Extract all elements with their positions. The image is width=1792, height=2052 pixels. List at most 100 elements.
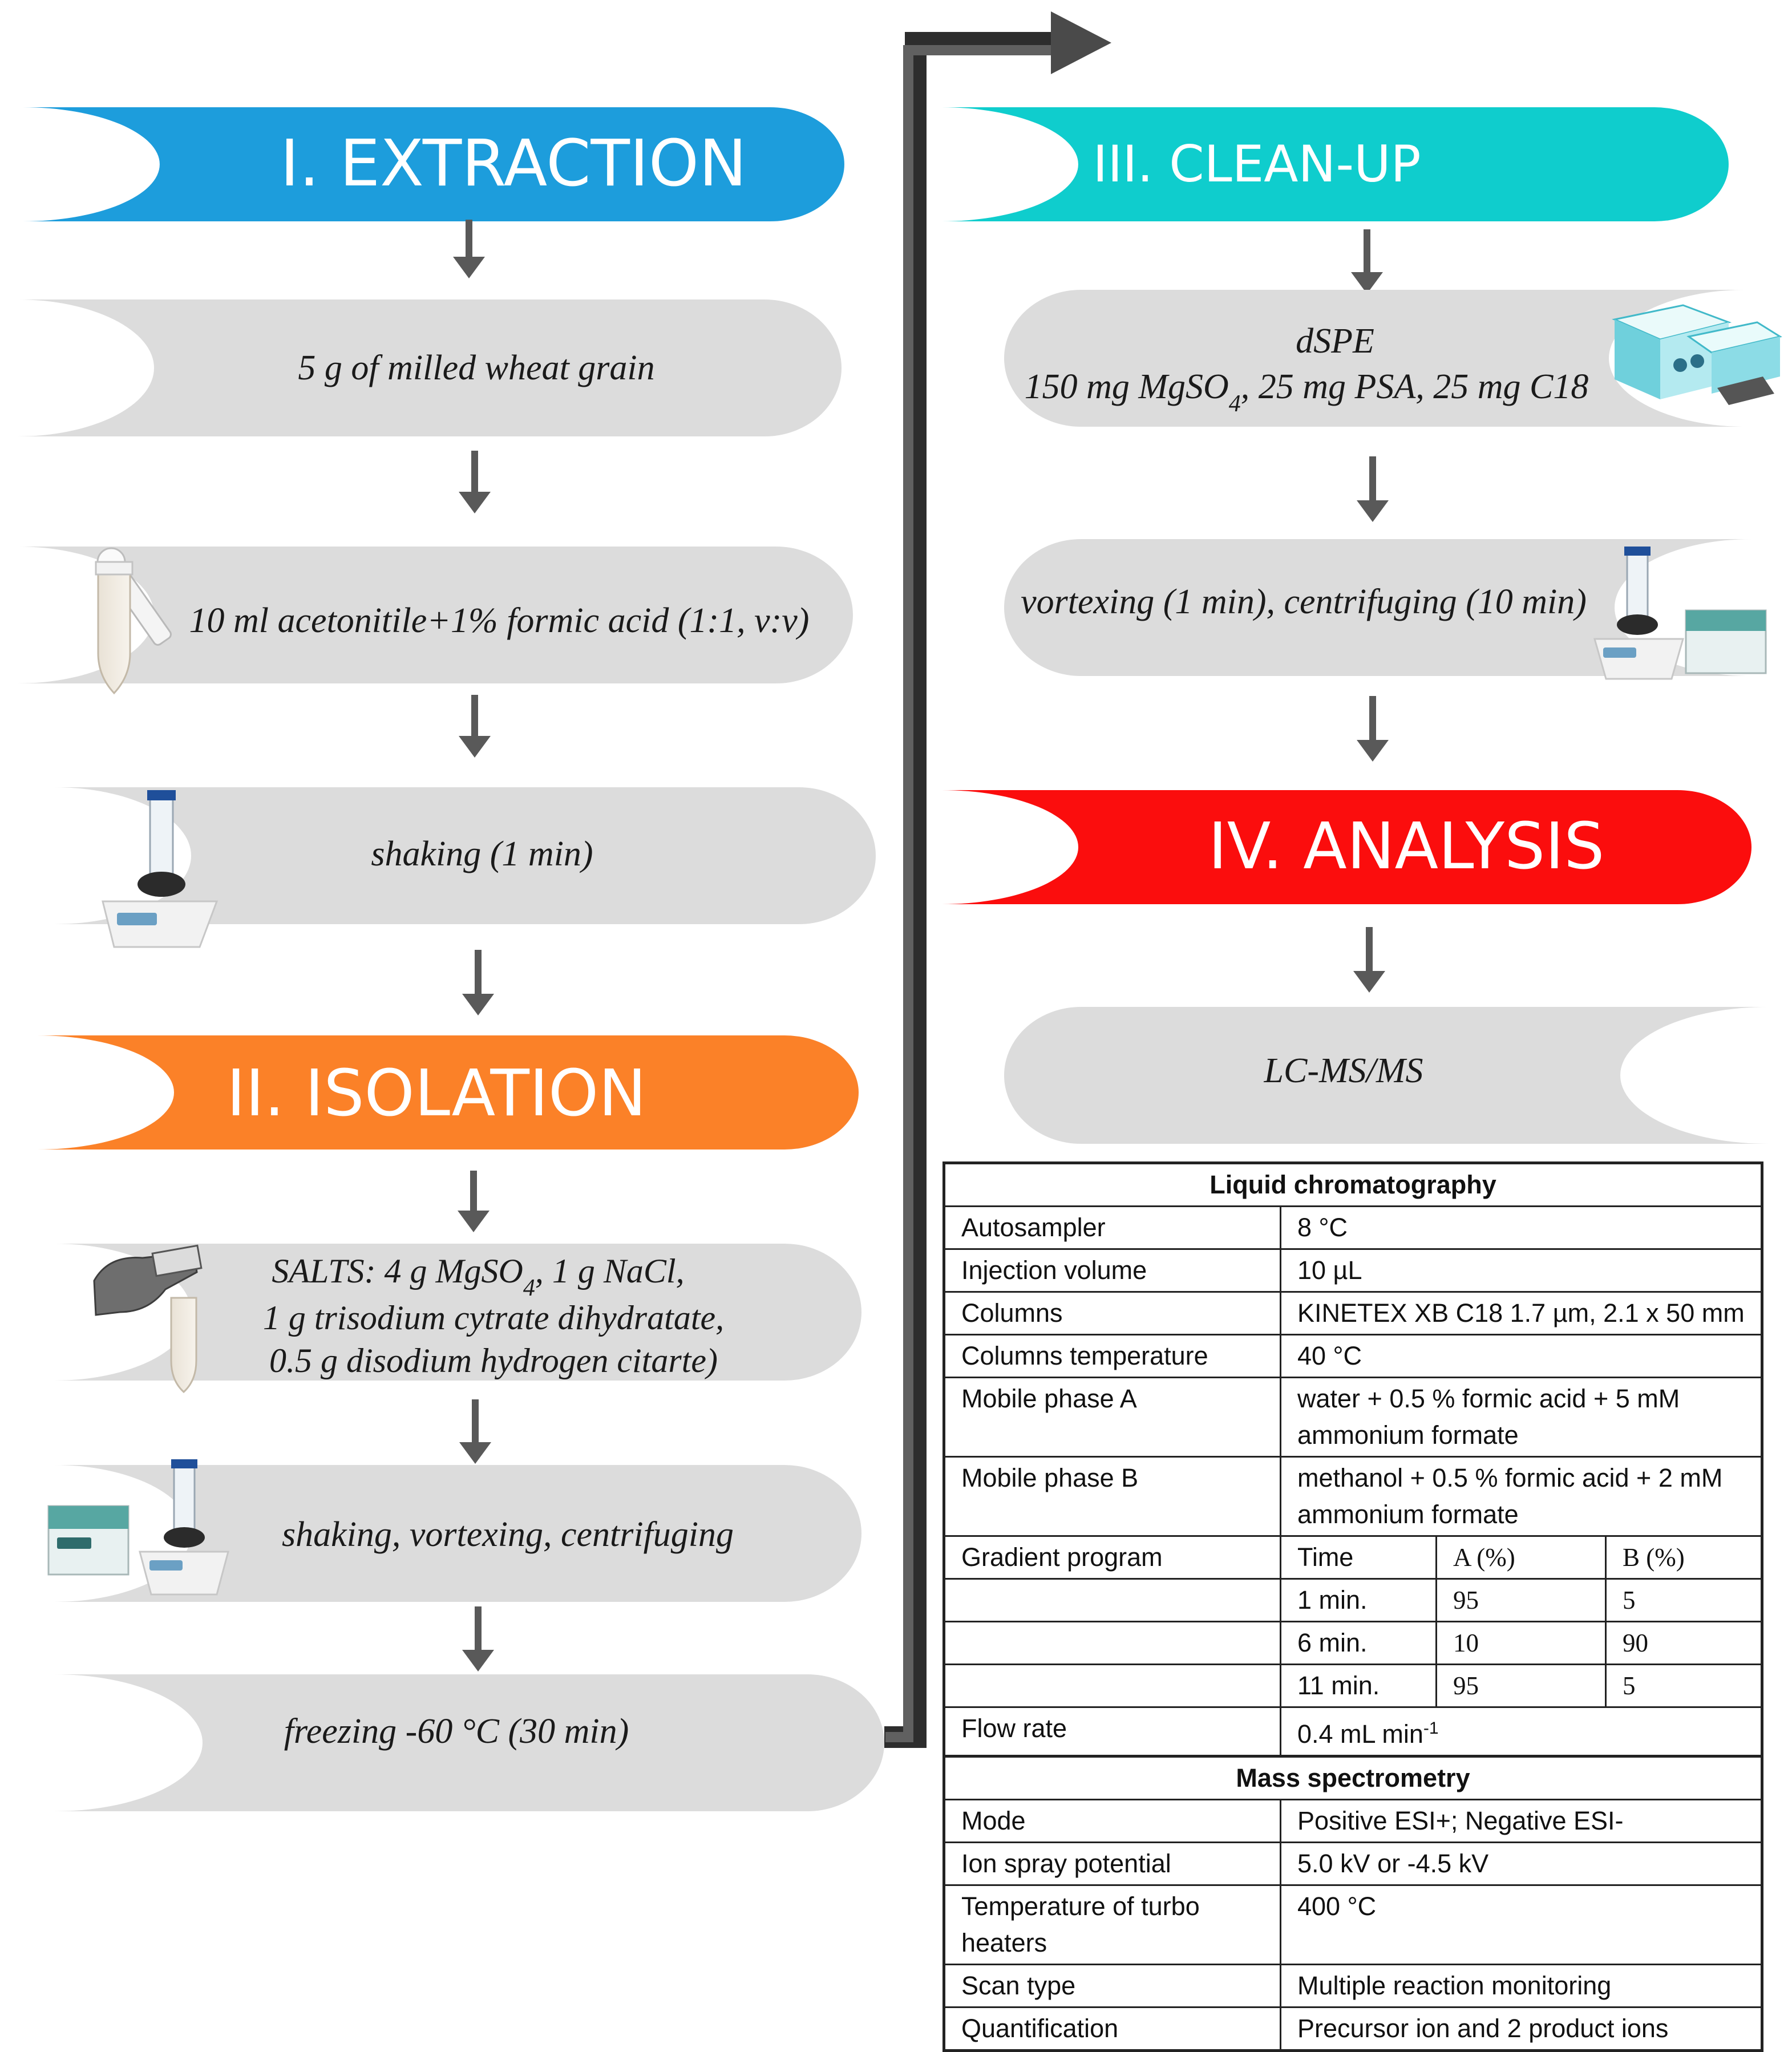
gradient-cell: 6 min. bbox=[1280, 1621, 1437, 1665]
centrifuge-vortex-icon bbox=[47, 1459, 229, 1596]
gradient-cell: 95 bbox=[1435, 1578, 1607, 1622]
vortexing-step-pill bbox=[1004, 539, 1751, 676]
salts-step-line2: 1 g trisodium cytrate dihydratate, bbox=[263, 1299, 724, 1337]
isolation-header-label: II. ISOLATION bbox=[226, 1057, 646, 1131]
glove-sachet-icon bbox=[93, 1244, 203, 1394]
cleanup-header-shape bbox=[941, 107, 1729, 221]
gradient-cell: 90 bbox=[1604, 1621, 1763, 1665]
down-arrow bbox=[1353, 927, 1385, 993]
vortex-centrifuge-icon bbox=[1593, 547, 1767, 680]
param-label: Quantification bbox=[943, 2006, 1281, 2051]
extraction-header-label: I. EXTRACTION bbox=[280, 127, 747, 201]
dspe-step-pill bbox=[1004, 290, 1746, 427]
cleanup-header-label: III. CLEAN-UP bbox=[1093, 135, 1421, 193]
param-value: Multiple reaction monitoring bbox=[1279, 1964, 1763, 2008]
dspe-step-components: 150 mg MgSO4, 25 mg PSA, 25 mg C18 bbox=[1025, 367, 1589, 417]
salts-step-label: SALTS: 4 g MgSO4, 1 g NaCl, bbox=[272, 1252, 684, 1301]
gradient-header: B (%) bbox=[1604, 1535, 1763, 1580]
param-label: Columns temperature bbox=[943, 1334, 1281, 1378]
param-value: Precursor ion and 2 product ions bbox=[1279, 2006, 1763, 2051]
table-row: 11 min. 95 5 bbox=[943, 1664, 1763, 1708]
param-value: methanol + 0.5 % formic acid + 2 mM ammo… bbox=[1279, 1456, 1763, 1537]
table-row: Mobile phase B methanol + 0.5 % formic a… bbox=[943, 1456, 1763, 1537]
gradient-cell: 5 bbox=[1604, 1664, 1763, 1708]
param-value: Positive ESI+; Negative ESI- bbox=[1279, 1799, 1763, 1843]
param-label: Temperature of turbo heaters bbox=[943, 1884, 1281, 1965]
param-value: 5.0 kV or -4.5 kV bbox=[1279, 1841, 1763, 1886]
param-value: 40 °C bbox=[1279, 1334, 1763, 1378]
gradient-cell: 1 min. bbox=[1280, 1578, 1437, 1622]
table-row: Ion spray potential 5.0 kV or -4.5 kV bbox=[943, 1841, 1763, 1886]
dspe-kit-icon bbox=[1612, 304, 1782, 405]
table-row: Quantification Precursor ion and 2 produ… bbox=[943, 2006, 1763, 2051]
salts-step-line3: 0.5 g disodium hydrogen citarte) bbox=[269, 1342, 718, 1379]
table-row: Temperature of turbo heaters 400 °C bbox=[943, 1884, 1763, 1965]
table-row: Columns KINETEX XB C18 1.7 µm, 2.1 x 50 … bbox=[943, 1291, 1763, 1335]
down-arrow bbox=[458, 1171, 490, 1232]
param-label bbox=[943, 1664, 1281, 1708]
isolation-header-shape bbox=[37, 1035, 859, 1150]
down-arrow bbox=[1351, 229, 1383, 294]
shaking-step-pill bbox=[54, 787, 876, 924]
analysis-header-label: IV. ANALYSIS bbox=[1208, 810, 1605, 884]
param-label bbox=[943, 1578, 1281, 1622]
table-row: Mass spectrometry bbox=[942, 1755, 1763, 1800]
gradient-header: A (%) bbox=[1435, 1535, 1607, 1580]
table-row: Mobile phase A water + 0.5 % formic acid… bbox=[943, 1377, 1763, 1458]
gradient-cell: 5 bbox=[1604, 1578, 1763, 1622]
param-value: 8 °C bbox=[1279, 1205, 1763, 1250]
down-arrow bbox=[459, 1399, 491, 1464]
lcms-step-pill bbox=[1004, 1007, 1769, 1144]
param-label: Injection volume bbox=[943, 1248, 1281, 1293]
tube-cylinder-icon bbox=[95, 547, 172, 695]
salts-step-pill bbox=[54, 1244, 861, 1381]
param-label: Scan type bbox=[943, 1964, 1281, 2008]
lcms-step-label: LC-MS/MS bbox=[1264, 1051, 1423, 1090]
table-row: Injection volume 10 µL bbox=[943, 1248, 1763, 1293]
down-arrow bbox=[459, 451, 491, 513]
gradient-header: Time bbox=[1280, 1535, 1437, 1580]
table-row: 1 min. 95 5 bbox=[943, 1578, 1763, 1622]
lc-section-title: Liquid chromatography bbox=[942, 1161, 1763, 1207]
gradient-cell: 95 bbox=[1435, 1664, 1607, 1708]
param-label: Mobile phase A bbox=[943, 1377, 1281, 1458]
param-label: Flow rate bbox=[943, 1706, 1281, 1757]
down-arrow bbox=[459, 695, 491, 758]
param-label bbox=[943, 1621, 1281, 1665]
connector-arrow bbox=[884, 11, 1111, 1748]
wheat-step-pill bbox=[17, 299, 842, 436]
down-arrow bbox=[1357, 696, 1389, 762]
table-row: Scan type Multiple reaction monitoring bbox=[943, 1964, 1763, 2008]
table-row: Columns temperature 40 °C bbox=[943, 1334, 1763, 1378]
param-label: Autosampler bbox=[943, 1205, 1281, 1250]
lc-ms-parameters-table: Liquid chromatography Autosampler 8 °C I… bbox=[942, 1161, 1764, 2052]
param-value: 0.4 mL min-1 bbox=[1279, 1706, 1763, 1757]
param-value: water + 0.5 % formic acid + 5 mM ammoniu… bbox=[1279, 1377, 1763, 1458]
param-value: 400 °C bbox=[1279, 1884, 1763, 1965]
dspe-step-title: dSPE bbox=[1296, 322, 1374, 361]
param-value: 10 µL bbox=[1279, 1248, 1763, 1293]
table-row: Autosampler 8 °C bbox=[943, 1205, 1763, 1250]
ms-section-title: Mass spectrometry bbox=[942, 1755, 1763, 1800]
gradient-cell: 10 bbox=[1435, 1621, 1607, 1665]
extraction-header-shape bbox=[23, 107, 844, 221]
vortex-mixer-icon bbox=[102, 790, 219, 948]
freezing-step-pill bbox=[54, 1674, 884, 1811]
table-row: Mode Positive ESI+; Negative ESI- bbox=[943, 1799, 1763, 1843]
freezing-step-label: freezing -60 °C (30 min) bbox=[284, 1712, 629, 1751]
gradient-cell: 11 min. bbox=[1280, 1664, 1437, 1708]
table-row: 6 min. 10 90 bbox=[943, 1621, 1763, 1665]
param-label: Columns bbox=[943, 1291, 1281, 1335]
down-arrow bbox=[1357, 456, 1389, 522]
acetonitrile-step-pill bbox=[17, 547, 853, 683]
shaking-vortexing-step-label: shaking, vortexing, centrifuging bbox=[282, 1515, 734, 1554]
down-arrow bbox=[462, 1606, 494, 1671]
shaking-vortexing-step-pill bbox=[54, 1465, 861, 1602]
shaking-step-label: shaking (1 min) bbox=[371, 835, 593, 873]
param-value: KINETEX XB C18 1.7 µm, 2.1 x 50 mm bbox=[1279, 1291, 1763, 1335]
table-row: Liquid chromatography bbox=[942, 1161, 1763, 1207]
acetonitrile-step-label: 10 ml acetonitile+1% formic acid (1:1, v… bbox=[189, 601, 810, 640]
param-label: Gradient program bbox=[943, 1535, 1281, 1580]
down-arrow bbox=[453, 220, 485, 278]
wheat-step-label: 5 g of milled wheat grain bbox=[298, 349, 654, 387]
